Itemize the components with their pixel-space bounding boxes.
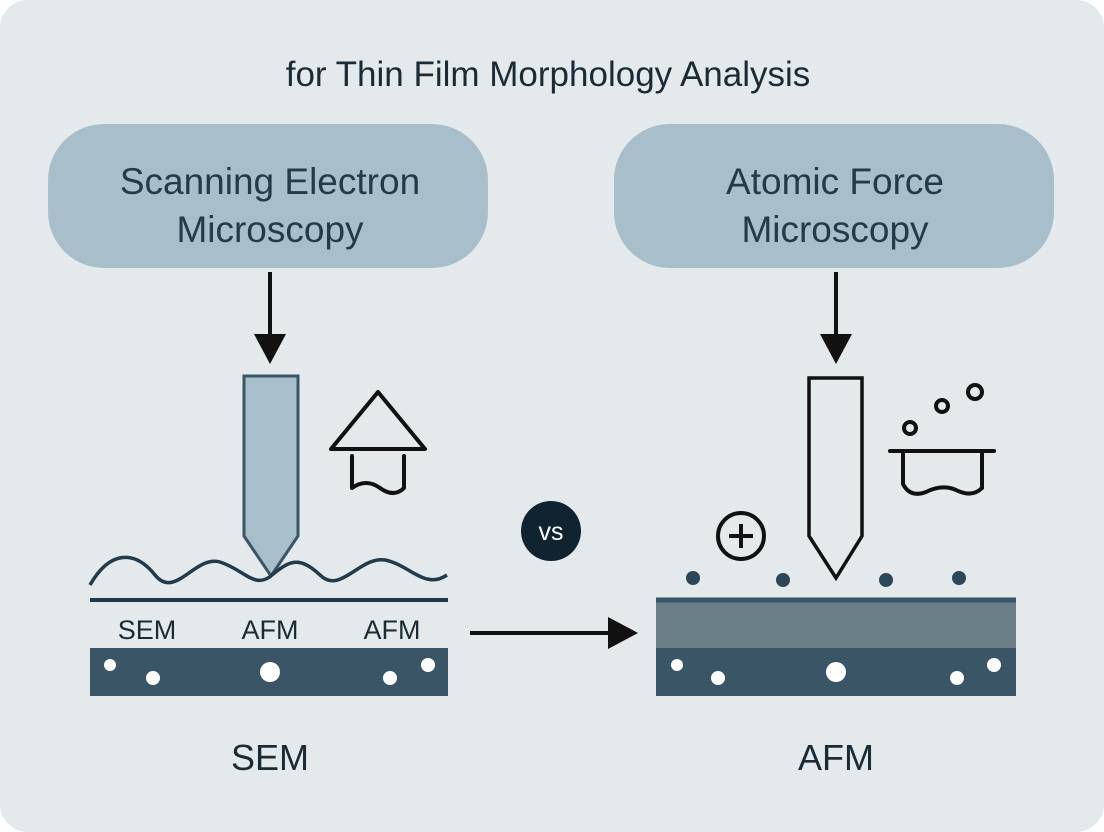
afm-pill-line1: Atomic Force	[726, 161, 944, 202]
sem-surface-wave	[88, 555, 448, 586]
afm-pill-line2: Microscopy	[741, 209, 929, 250]
afm-down-arrow	[820, 272, 852, 364]
plus-circle-icon	[716, 511, 766, 561]
sem-down-arrow	[254, 272, 286, 364]
sem-substrate	[90, 648, 448, 696]
comparison-arrow	[470, 617, 638, 649]
sem-pill-line1: Scanning Electron	[120, 161, 420, 202]
sem-pill-line2: Microscopy	[176, 209, 364, 250]
afm-probe	[807, 376, 864, 582]
cantilever-bubbles-icon	[888, 383, 996, 496]
afm-bottom-label: AFM	[798, 737, 874, 778]
detector-icon	[329, 390, 427, 495]
vs-badge: vs	[521, 501, 581, 561]
vs-label: vs	[539, 518, 564, 546]
sem-layer-label-2: AFM	[242, 615, 299, 645]
afm-film-stack	[656, 597, 1016, 696]
sem-layer-label-3: AFM	[364, 615, 421, 645]
sem-pill: Scanning Electron Microscopy	[48, 124, 488, 268]
afm-pill: Atomic Force Microscopy	[614, 124, 1054, 268]
sem-bottom-label: SEM	[231, 737, 309, 778]
sem-probe	[242, 374, 300, 579]
sem-layer-label-1: SEM	[118, 615, 177, 645]
afm-particles	[686, 571, 966, 587]
diagram-title: for Thin Film Morphology Analysis	[286, 55, 811, 94]
